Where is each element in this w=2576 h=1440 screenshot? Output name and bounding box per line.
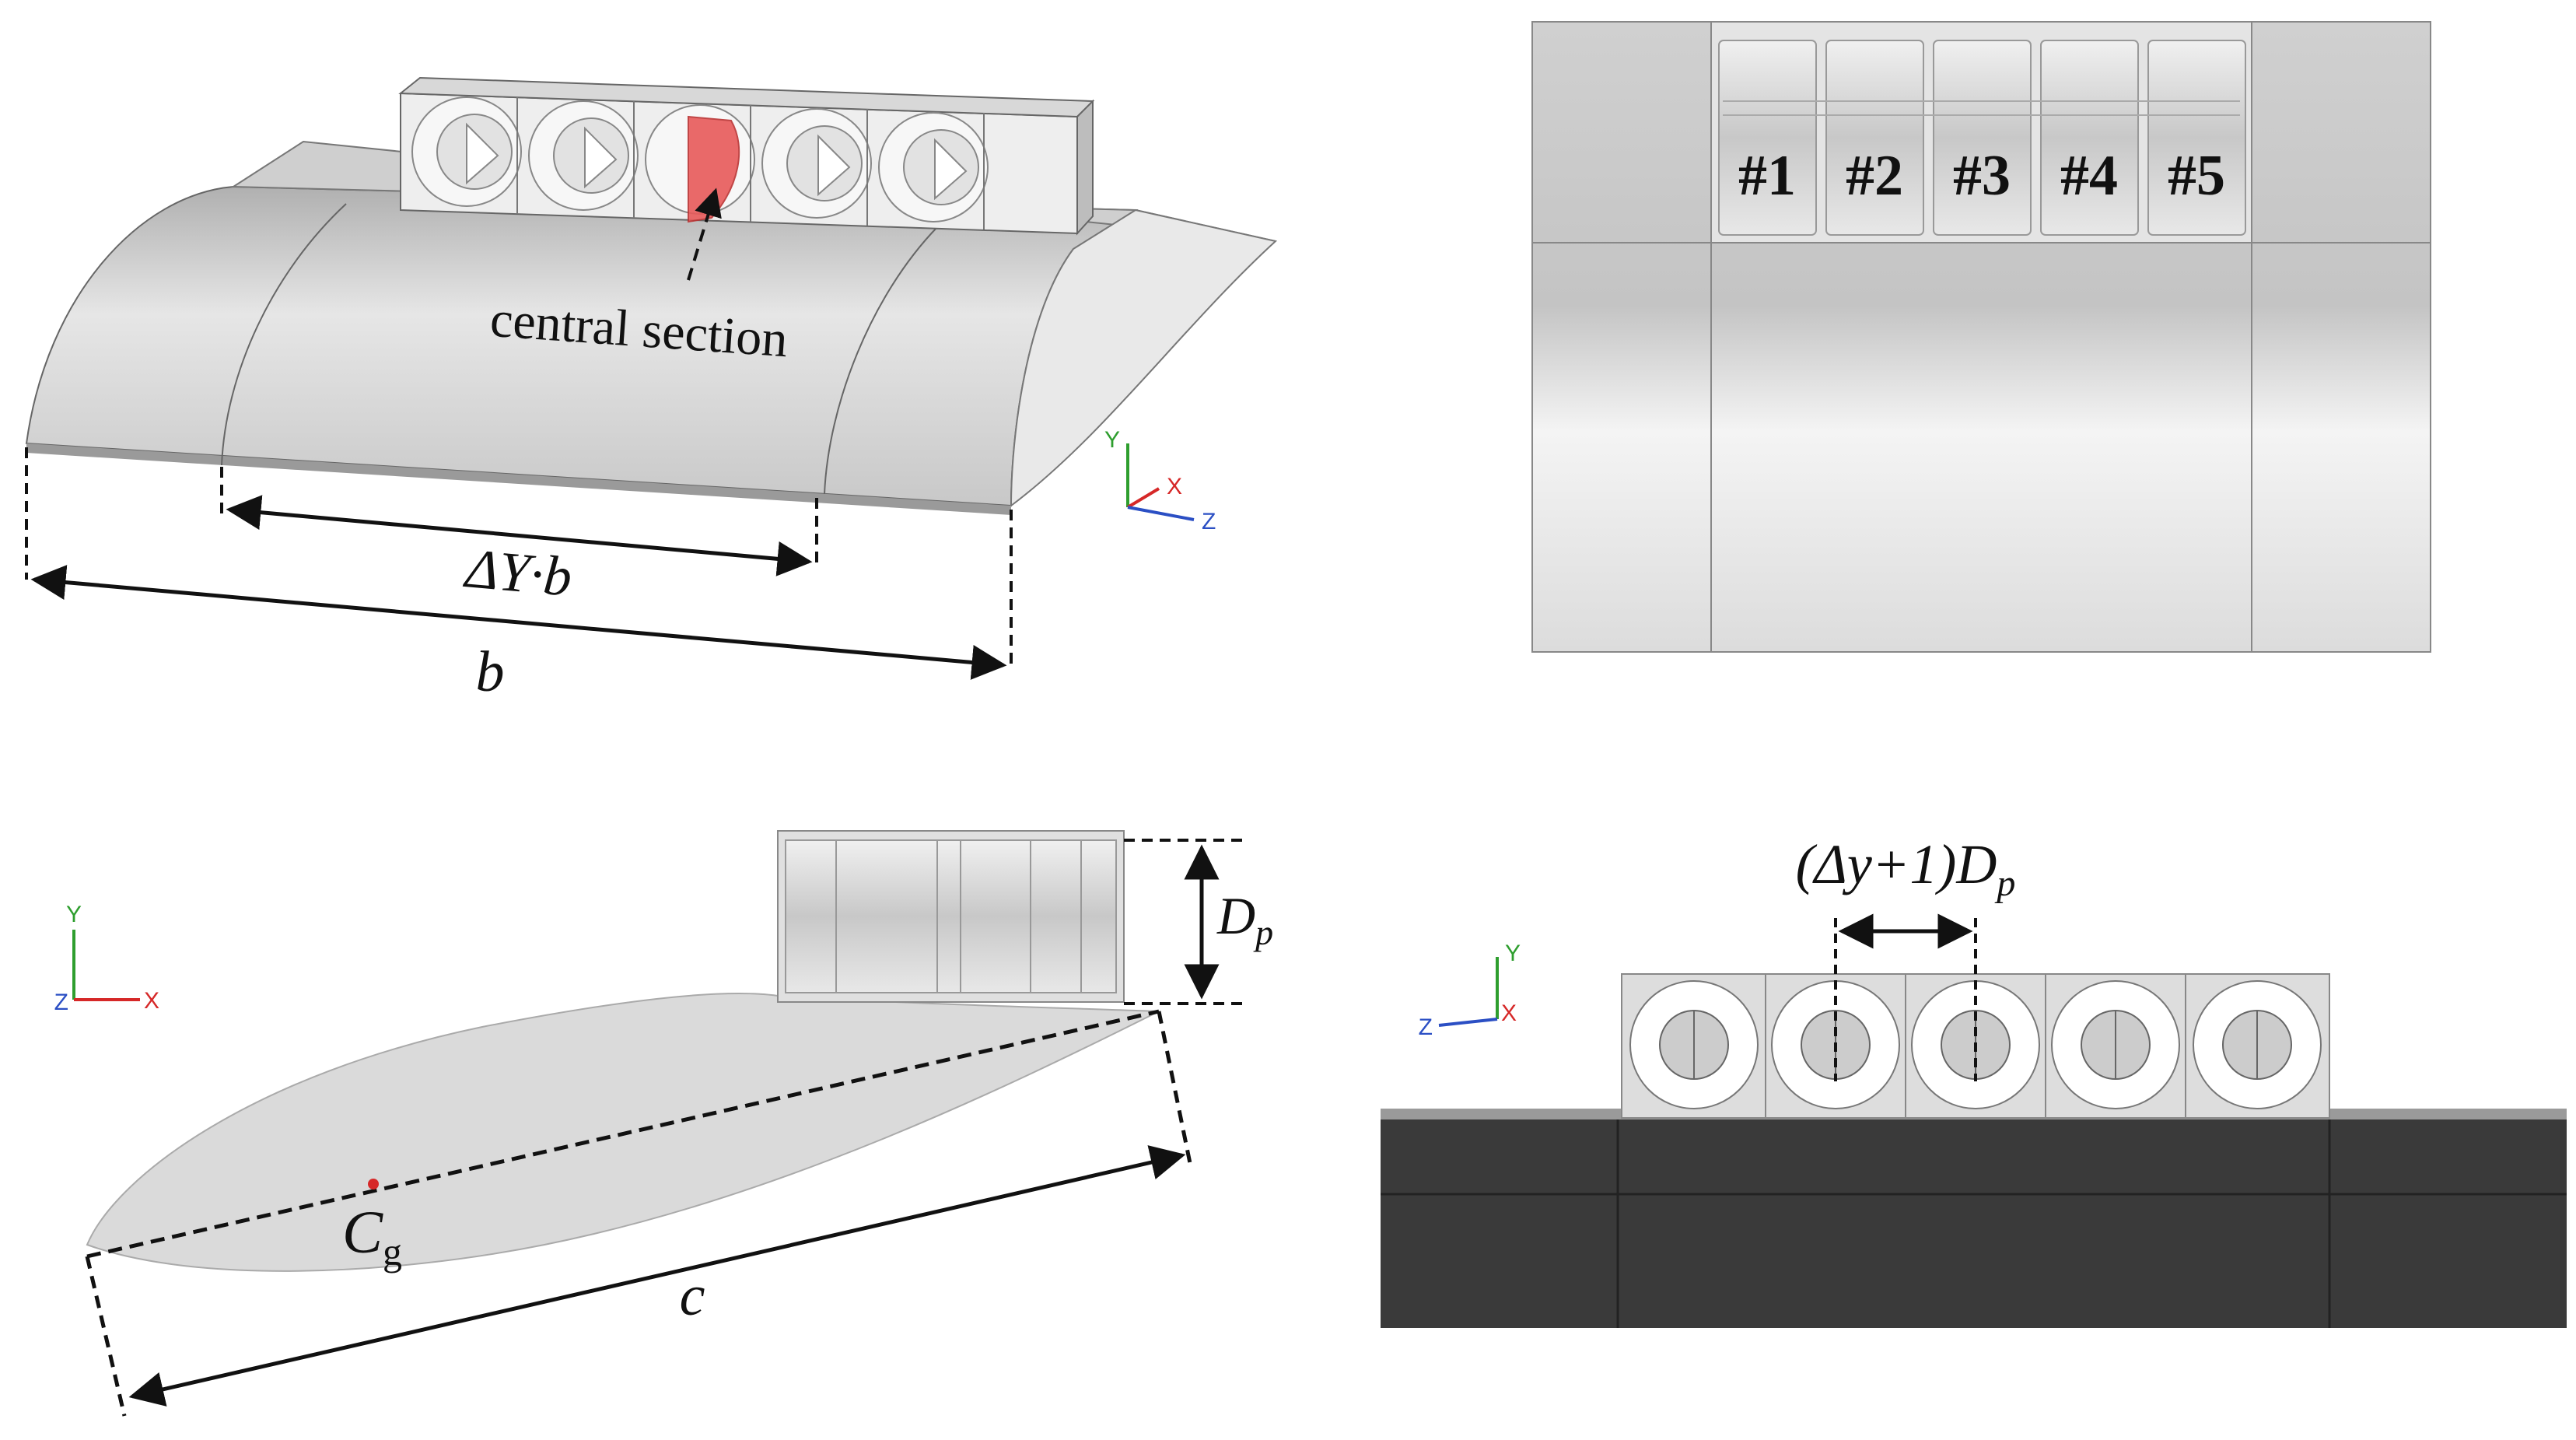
chord-label: c: [680, 1264, 705, 1328]
axis-x-label: X: [1167, 474, 1182, 499]
panel-side-view: Dp c Cg Y X Z: [39, 797, 1283, 1417]
axis-y-label: Y: [1505, 941, 1521, 966]
wing-side-profile: [1010, 208, 1278, 508]
fan-cell-iso-2: [528, 100, 639, 211]
axis-x-label: X: [1501, 1000, 1517, 1026]
axis-y-label: Y: [66, 902, 82, 927]
spacing-label: (Δy+1)Dp: [1796, 833, 2016, 904]
fan-cell-iso-3-central: [645, 104, 755, 223]
fan-bays-top: #1 #2 #3 #4 #5: [1710, 21, 2252, 244]
axis-x-label: X: [144, 988, 159, 1014]
section-dimension-label: ΔY·b: [461, 537, 575, 608]
chord-left-extension: [85, 1256, 127, 1417]
fan-front-1: [1629, 980, 1759, 1109]
central-section-pointer: [687, 187, 722, 281]
fan-bay-1: #1: [1718, 40, 1817, 236]
fan-number-3: #3: [1953, 144, 2011, 208]
cg-marker: [368, 1179, 379, 1189]
axis-z-label: Z: [54, 990, 68, 1015]
fan-number-1: #1: [1738, 144, 1796, 208]
fan-number-2: #2: [1846, 144, 1903, 208]
fan-front-5: [2193, 980, 2322, 1109]
axis-y-label: Y: [1104, 427, 1120, 453]
fan-cell-iso-4: [761, 108, 872, 219]
wing-front-block: [1381, 1109, 2567, 1328]
axis-triad-front: Y Z X: [1419, 941, 1521, 1040]
span-dimension-arrow: [30, 565, 1007, 680]
span-dimension-label: b: [476, 640, 505, 704]
fan-bay-4: #4: [2040, 40, 2139, 236]
panel-isometric: central section ΔY·b b Y X Z: [25, 76, 1278, 704]
fan-number-4: #4: [2060, 144, 2118, 208]
chord-dimension-arrow: [128, 1145, 1186, 1407]
dp-label: Dp: [1216, 886, 1273, 952]
section-dimension-arrow: [226, 495, 813, 576]
axis-triad-side: Y X Z: [54, 902, 159, 1015]
fan-front-4: [2051, 980, 2180, 1109]
fan-cell-iso-1: [411, 96, 522, 207]
fan-bay-2: #2: [1825, 40, 1924, 236]
panel-front-view: (Δy+1)Dp Y Z X: [1381, 833, 2567, 1328]
axis-z-label: Z: [1202, 509, 1216, 534]
panel-top-view: #1 #2 #3 #4 #5: [1531, 21, 2431, 653]
cg-label: Cg: [342, 1198, 402, 1274]
duct-side: [777, 830, 1125, 1003]
fan-cell-iso-5: [878, 112, 989, 222]
fan-array-iso: [398, 76, 1095, 236]
fan-bay-3: #3: [1933, 40, 2032, 236]
section-line-left: [221, 203, 347, 466]
fan-bay-5: #5: [2147, 40, 2246, 236]
axis-triad-iso: Y X Z: [1104, 427, 1216, 534]
chord-right-extension: [1157, 1011, 1192, 1164]
fan-number-5: #5: [2168, 144, 2225, 208]
section-line-right: [824, 226, 938, 495]
axis-z-label: Z: [1419, 1014, 1433, 1040]
